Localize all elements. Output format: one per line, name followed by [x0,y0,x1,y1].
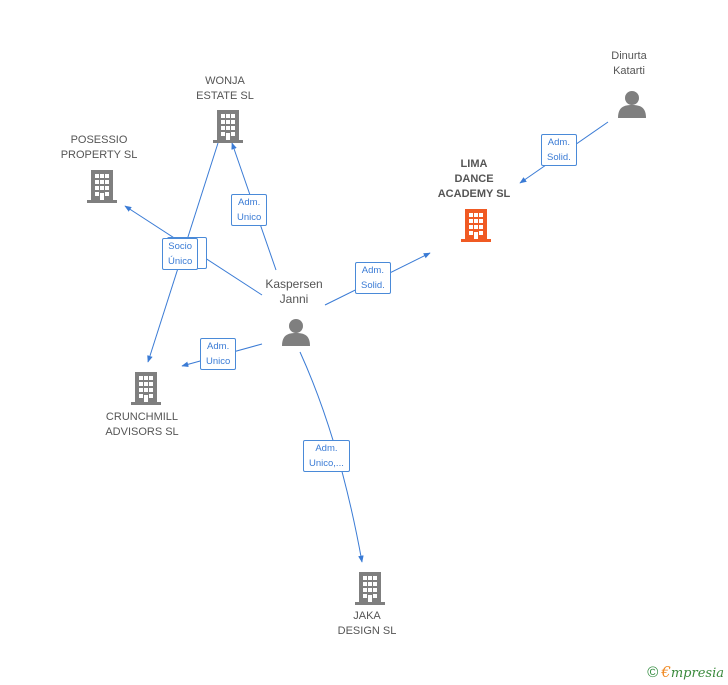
node-label-jaka[interactable]: JAKA DESIGN SL [337,610,397,637]
edge-label-to-crunchmill: Adm. Unico [200,338,237,370]
edge-label-to-jaka: Adm. Unico,... [303,440,350,472]
edge-label-to-wonja: Adm. Unico [231,194,268,226]
empresia-logo: €mpresia [661,663,724,681]
building-icon [131,372,161,405]
building-icon-focus [461,209,491,242]
person-icon [282,319,310,346]
building-icon [213,110,243,143]
node-label-kaspersen[interactable]: Kaspersen Janni [265,277,323,306]
building-icon [87,170,117,203]
footer-credit: ©€mpresia [647,663,724,681]
person-icon [618,91,646,118]
node-label-lima[interactable]: LIMA DANCE ACADEMY SL [437,158,511,200]
edge-label-socio-unico: Socio Único [162,238,199,270]
edge-label-dinurta-lima: Adm. Solid. [541,134,577,166]
node-label-posessio[interactable]: POSESSIO PROPERTY SL [60,134,138,161]
copyright-icon: © [647,664,659,681]
node-label-dinurta[interactable]: Dinurta Katarti [611,50,647,77]
edges [124,121,609,563]
building-icon [355,572,385,605]
node-label-crunchmill[interactable]: CRUNCHMILL ADVISORS SL [105,411,179,438]
node-label-wonja[interactable]: WONJA ESTATE SL [196,75,254,102]
edge-label-to-lima: Adm. Solid. [355,262,391,294]
